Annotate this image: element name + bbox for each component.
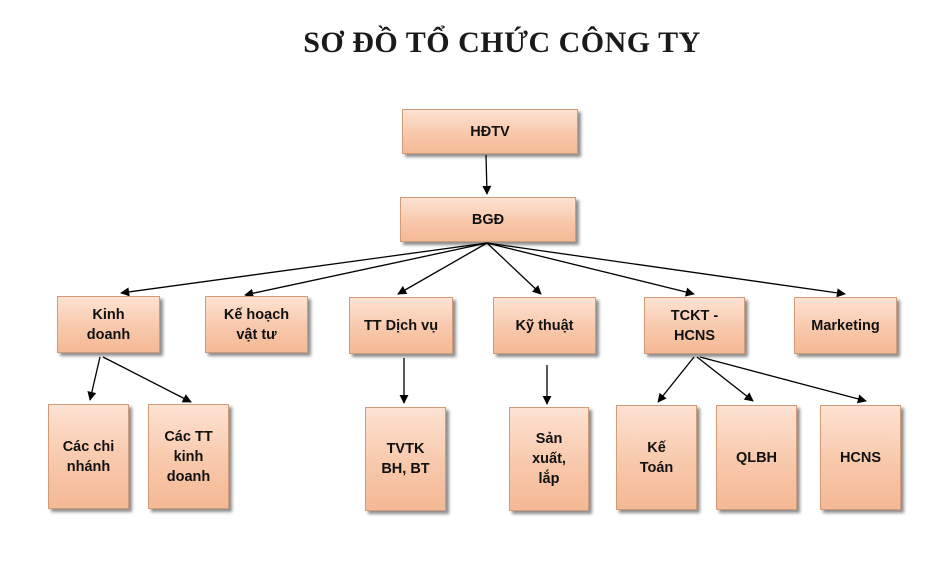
edge-bgd-kinh-doanh [120,242,488,297]
node-label: HĐTV [470,123,510,140]
node-label: TVTK BH, BT [381,441,430,477]
node-tckt-hcns: TCKT - HCNS [644,297,745,354]
edge-tckt-qlbh [696,356,754,402]
node-tt-dich-vu: TT Dịch vụ [349,297,453,354]
edge-bgd-ke-hoach [244,242,488,298]
node-ky-thuat: Kỹ thuật [493,297,596,354]
node-tvtk: TVTK BH, BT [365,407,446,511]
node-marketing: Marketing [794,297,897,354]
node-ke-toan: Kế Toán [616,405,697,510]
node-hdtv: HĐTV [402,109,578,154]
node-cac-chi-nhanh: Các chi nhánh [48,404,129,509]
node-label: Kế hoạch vật tư [223,306,290,343]
node-qlbh: QLBH [716,405,797,510]
node-label: Kỹ thuật [515,317,574,334]
node-hcns: HCNS [820,405,901,510]
edge-tckt-ke-toan [657,356,695,403]
node-label: BGĐ [471,211,505,228]
edge-bgd-marketing [486,242,846,298]
node-ke-hoach-vat-tu: Kế hoạch vật tư [205,296,308,353]
node-label: Kế Toán [639,439,674,476]
edge-kinh-doanh-cac-tt [102,356,192,403]
chart-title: SƠ ĐỒ TỔ CHỨC CÔNG TY [303,26,701,59]
edge-kinh-doanh-chi-nhanh [87,356,101,401]
edge-bgd-ky-thuat [486,242,542,295]
edge-bgd-tckt [486,242,695,297]
node-label: QLBH [735,449,778,466]
node-kinh-doanh: Kinh doanh [57,296,160,353]
node-label: TT Dịch vụ [363,317,439,334]
node-label: Marketing [811,317,880,334]
node-label: Sản xuất, lắp [532,431,566,487]
node-label: Các chi nhánh [62,438,115,475]
node-label: Kinh doanh [86,306,131,343]
node-san-xuat: Sản xuất, lắp [509,407,589,511]
node-label: HCNS [839,449,882,466]
node-label: TCKT - HCNS [670,307,719,344]
edge-tckt-hcns [699,356,867,404]
node-bgd: BGĐ [400,197,576,242]
node-cac-tt-kinh-doanh: Các TT kinh doanh [148,404,229,509]
node-label: Các TT kinh doanh [164,428,213,485]
edge-bgd-tt-dich-vu [397,242,488,295]
edge-hdtv-bgd [482,154,492,195]
